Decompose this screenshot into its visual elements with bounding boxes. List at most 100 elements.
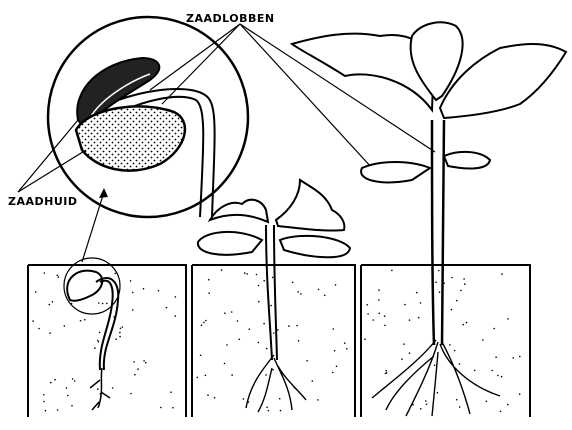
soil-speck: [500, 411, 502, 413]
soil-speck: [449, 344, 451, 346]
soil-speck: [420, 302, 422, 304]
soil-speck: [54, 379, 56, 381]
soil-speck: [200, 355, 202, 357]
soil-speck: [474, 370, 476, 372]
soil-speck: [207, 394, 209, 396]
soil-speck: [385, 370, 387, 372]
soil-speck: [265, 374, 267, 376]
soil-speck: [439, 291, 441, 293]
soil-speck: [497, 375, 499, 377]
soil-speck: [435, 281, 437, 283]
soil-speck: [99, 332, 101, 334]
soil-speck: [418, 317, 420, 319]
soil-speck: [120, 328, 122, 330]
soil-speck: [258, 301, 260, 303]
soil-speck: [98, 341, 100, 343]
soil-speck: [273, 332, 275, 334]
soil-speck: [324, 295, 326, 297]
soil-speck: [67, 395, 69, 397]
soil-speck: [244, 272, 246, 274]
soil-speck: [224, 363, 226, 365]
soil-speck: [317, 399, 319, 401]
soil-speck: [226, 344, 228, 346]
soil-speck: [132, 309, 134, 311]
soil-speck: [491, 370, 493, 372]
soil-speck: [434, 364, 436, 366]
soil-speck: [66, 387, 68, 389]
soil-speck: [133, 361, 135, 363]
soil-speck: [114, 273, 116, 275]
soil-speck: [268, 410, 270, 412]
soil-speck: [145, 362, 147, 364]
soil-speck: [277, 329, 279, 331]
soil-speck: [335, 284, 337, 286]
soil-speck: [97, 340, 99, 342]
soil-speck: [71, 405, 73, 407]
soil-speck: [459, 363, 461, 365]
soil-speck: [270, 305, 272, 307]
soil-speck: [197, 377, 199, 379]
soil-speck: [132, 292, 134, 294]
soil-speck: [437, 392, 439, 394]
soil-speck: [119, 336, 121, 338]
soil-speck: [231, 311, 233, 313]
soil-box-3: [361, 265, 530, 417]
soil-speck: [367, 313, 369, 315]
soil-speck: [80, 320, 82, 322]
soil-speck: [57, 275, 59, 277]
soil-speck: [300, 293, 302, 295]
soil-speck: [519, 393, 521, 395]
soil-speck: [49, 332, 51, 334]
soil-speck: [84, 319, 86, 321]
soil-speck: [280, 410, 282, 412]
soil-speck: [57, 409, 59, 411]
soil-speck: [266, 407, 268, 409]
soil-speck: [334, 350, 336, 352]
soil-speck: [486, 401, 488, 403]
soil-speck: [263, 323, 265, 325]
soil-speck: [143, 288, 145, 290]
soil-speck: [246, 273, 248, 275]
soil-speck: [98, 302, 100, 304]
soil-speck: [391, 270, 393, 272]
soil-speck: [272, 369, 274, 371]
soil-speck: [64, 325, 66, 327]
soil-speck: [456, 399, 458, 401]
soil-box-2: [192, 265, 355, 417]
soil-speck: [72, 378, 74, 380]
soil-speck: [501, 273, 503, 275]
soil-speck: [451, 309, 453, 311]
soil-speck: [292, 282, 294, 284]
soil-speck: [258, 342, 260, 344]
soil-speck: [137, 368, 139, 370]
soil-speck: [170, 391, 172, 393]
soil-speck: [122, 326, 124, 328]
soil-speck: [224, 312, 226, 314]
soil-speck: [201, 324, 203, 326]
soil-speck: [493, 328, 495, 330]
soil-speck: [263, 280, 265, 282]
soil-speck: [409, 352, 411, 354]
soil-speck: [425, 400, 427, 402]
soil-speck: [74, 380, 76, 382]
soil-speck: [134, 374, 136, 376]
soil-speck: [456, 300, 458, 302]
soil-speck: [52, 301, 54, 303]
soil-speck: [258, 285, 260, 287]
soil-speck: [463, 278, 465, 280]
soil-speck: [130, 280, 132, 282]
soil-speck: [416, 292, 418, 294]
soil-speck: [466, 322, 468, 324]
soil-speck: [97, 388, 99, 390]
soil-speck: [296, 325, 298, 327]
soil-speck: [38, 328, 40, 330]
soil-speck: [214, 397, 216, 399]
soil-speck: [501, 376, 503, 378]
soil-speck: [378, 289, 380, 291]
soil-speck: [454, 350, 456, 352]
soil-speck: [451, 277, 453, 279]
soil-speck: [336, 366, 338, 368]
soil-speck: [482, 339, 484, 341]
soil-speck: [44, 272, 46, 274]
